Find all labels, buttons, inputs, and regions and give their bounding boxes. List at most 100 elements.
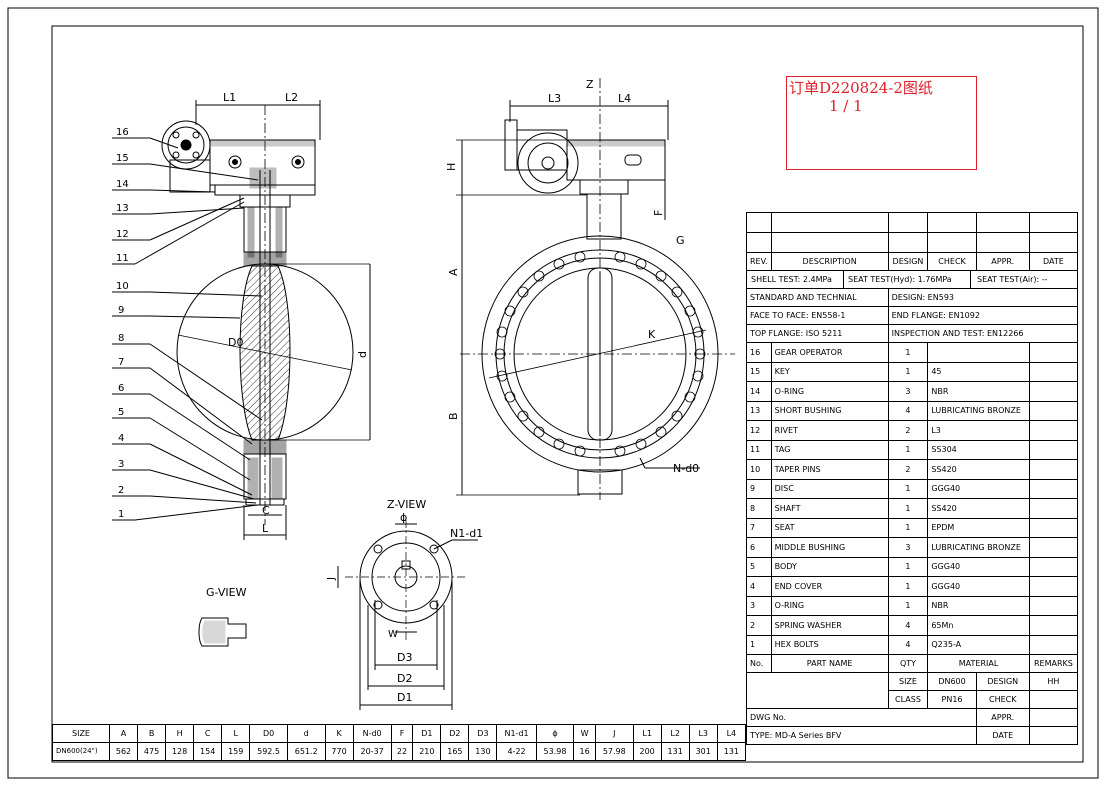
part-no: 6 [746,537,772,558]
size-value-cell: 301 [688,742,718,761]
size-value-cell: 131 [716,742,747,761]
dim-N1-d1: N1-d1 [450,527,483,540]
size-header-cell: L4 [716,724,747,743]
part-remarks [1028,556,1079,577]
dim-G: G [676,234,685,247]
part-name: END COVER [770,576,889,597]
part-remarks [1028,537,1079,558]
size-value-cell: 22 [390,742,414,761]
size-value-cell: 562 [108,742,139,761]
check-value [1028,690,1079,709]
dim-D0: D0 [228,336,243,349]
appr-value [1028,708,1079,727]
size-table-header: SIZE A B H C L D0 d K N-d0 F D1 D2 D3 N1… [52,724,747,743]
inspection: INSPECTION AND TEST: EN12266 [887,324,1079,343]
part-material: 65Mn [927,615,1030,636]
part-no: 3 [746,595,772,616]
date-value [1028,726,1079,745]
revision-blank-row [746,232,1079,253]
part-name: SEAT [770,517,889,538]
size-header-cell: L [221,724,251,743]
part-no: 5 [746,556,772,577]
part-material: GGG40 [927,556,1030,577]
size-header-cell: J [594,724,634,743]
dim-H: H [445,163,458,171]
part-qty: 4 [887,634,929,655]
part-name: GEAR OPERATOR [770,342,889,363]
part-no: 12 [746,420,772,441]
standard-label: STANDARD AND TECHNIAL [746,288,889,307]
part-name: TAG [770,439,889,460]
part-qty: 1 [887,556,929,577]
parts-header-row: No. PART NAME QTY MATERIAL REMARKS [746,654,1079,673]
dim-L: L [262,522,269,535]
class-info-row: CLASS PN16 CHECK [747,690,1079,709]
z-view-label: Z-VIEW [387,498,426,511]
seat-test-air: SEAT TEST(Air): -- [977,275,1048,284]
dim-K: K [648,328,656,341]
date-header: DATE [1028,252,1079,271]
size-label: SIZE [887,672,929,691]
outer-border [7,7,1099,779]
dim-J: J [326,577,337,581]
part-material: SS304 [927,439,1030,460]
size-header-cell: ϕ [535,724,575,743]
side-view [112,100,371,540]
standard-row: STANDARD AND TECHNIAL DESIGN: EN593 [746,288,1079,307]
class-label: CLASS [887,690,929,709]
size-header-cell: D2 [440,724,470,743]
part-material: L3 [927,420,1030,441]
class-value: PN16 [927,690,977,709]
part-name: SHAFT [770,498,889,519]
seat-test-hyd: SEAT TEST(Hyd): 1.76MPa [844,271,971,288]
revision-blank-row [746,212,1079,233]
balloon-4: 4 [118,433,124,444]
type-label: TYPE: MD-A Series BFV [746,726,977,745]
part-remarks [1028,459,1079,480]
size-value-cell: 165 [440,742,470,761]
part-qty: 1 [887,478,929,499]
dim-L4: L4 [618,92,631,105]
check-header: CHECK [927,252,977,271]
order-stamp-line2: 1 / 1 [829,97,863,115]
size-header-cell: F [390,724,414,743]
size-header-cell: N1-d1 [496,724,537,743]
design-header: DESIGN [887,252,929,271]
part-qty: 4 [887,400,929,421]
part-remarks [1028,498,1079,519]
part-no: 10 [746,459,772,480]
flange-bolt-holes [494,251,706,457]
size-value-cell: 128 [165,742,195,761]
part-qty: 1 [887,361,929,382]
dwg-no: DWG No. [746,708,977,727]
order-stamp: 订单D220824-2图纸 1 / 1 [786,76,977,170]
balloon-7: 7 [118,357,124,368]
end-flange: END FLANGE: EN1092 [887,306,1079,325]
part-no: 13 [746,400,772,421]
part-no: 2 [746,615,772,636]
size-header-cell: d [286,724,326,743]
part-no: 4 [746,576,772,597]
balloon-14: 14 [116,179,129,190]
part-material: GGG40 [927,576,1030,597]
part-qty: 1 [887,595,929,616]
dim-D1: D1 [397,691,412,704]
size-header-cell: A [108,724,139,743]
balloon-15: 15 [116,153,129,164]
size-value-cell: DN600(24") [52,742,110,761]
size-value-cell: 592.5 [249,742,288,761]
design-standard: DESIGN: EN593 [887,288,1079,307]
part-remarks [1028,615,1079,636]
part-no: 16 [746,342,772,363]
part-qty: 1 [887,576,929,597]
size-value-cell: 53.98 [535,742,575,761]
part-name: SPRING WASHER [770,615,889,636]
part-remarks [1028,420,1079,441]
dim-D2: D2 [397,672,412,685]
part-material: EPDM [927,517,1030,538]
